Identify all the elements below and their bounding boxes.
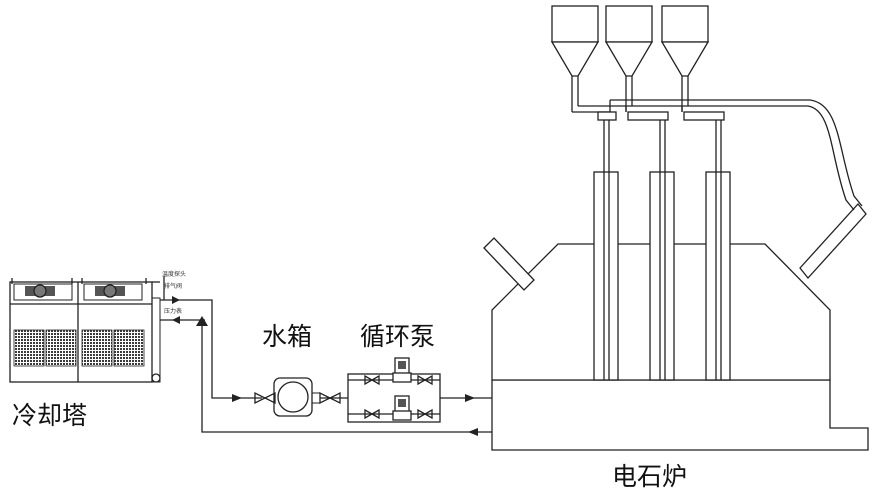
- air-inlet-grille: [45, 329, 77, 367]
- flow-arrow-icon: [172, 296, 180, 304]
- flow-arrow-icon: [232, 394, 242, 402]
- pump-icon: [392, 357, 412, 383]
- bowtie-valve-icon: [417, 374, 433, 386]
- bowtie-valve-icon: [364, 374, 380, 386]
- bowtie-valve-icon: [364, 408, 380, 420]
- flow-arrow-icon: [172, 316, 180, 324]
- fan-icon: [81, 278, 147, 301]
- flow-arrow-icon: [196, 316, 208, 326]
- pump-icon: [392, 395, 412, 421]
- circulation-pump-label: 循环泵: [360, 322, 436, 351]
- return-pipeline: [201, 320, 492, 433]
- cooling-tower-label: 冷却塔: [12, 401, 88, 430]
- electric-furnace-label: 电石炉: [612, 462, 688, 491]
- bowtie-valve-icon: [254, 391, 276, 405]
- pump-manifold: [347, 357, 441, 423]
- fan-icon: [11, 278, 73, 301]
- hopper: [604, 5, 654, 112]
- bowtie-valve-icon: [417, 408, 433, 420]
- bowtie-valve-icon: [319, 391, 341, 405]
- pressure-gauge-label: 压力表: [164, 308, 183, 315]
- air-inlet-grille: [113, 329, 145, 367]
- flow-arrow-icon: [465, 394, 475, 402]
- hopper: [660, 5, 710, 112]
- hopper: [550, 5, 600, 112]
- water-tank: [254, 377, 341, 417]
- air-inlet-grille: [81, 329, 113, 367]
- feed-hoppers: [550, 5, 863, 211]
- water-tank-label: 水箱: [262, 322, 313, 351]
- electric-furnace: [483, 118, 869, 451]
- air-inlet-grille: [13, 329, 45, 367]
- cooling-tower: [9, 276, 205, 383]
- vent-valve-label: 排气阀: [164, 283, 183, 290]
- flow-arrow-icon: [468, 428, 478, 436]
- monitor-probe-label: 温度探头: [162, 271, 187, 278]
